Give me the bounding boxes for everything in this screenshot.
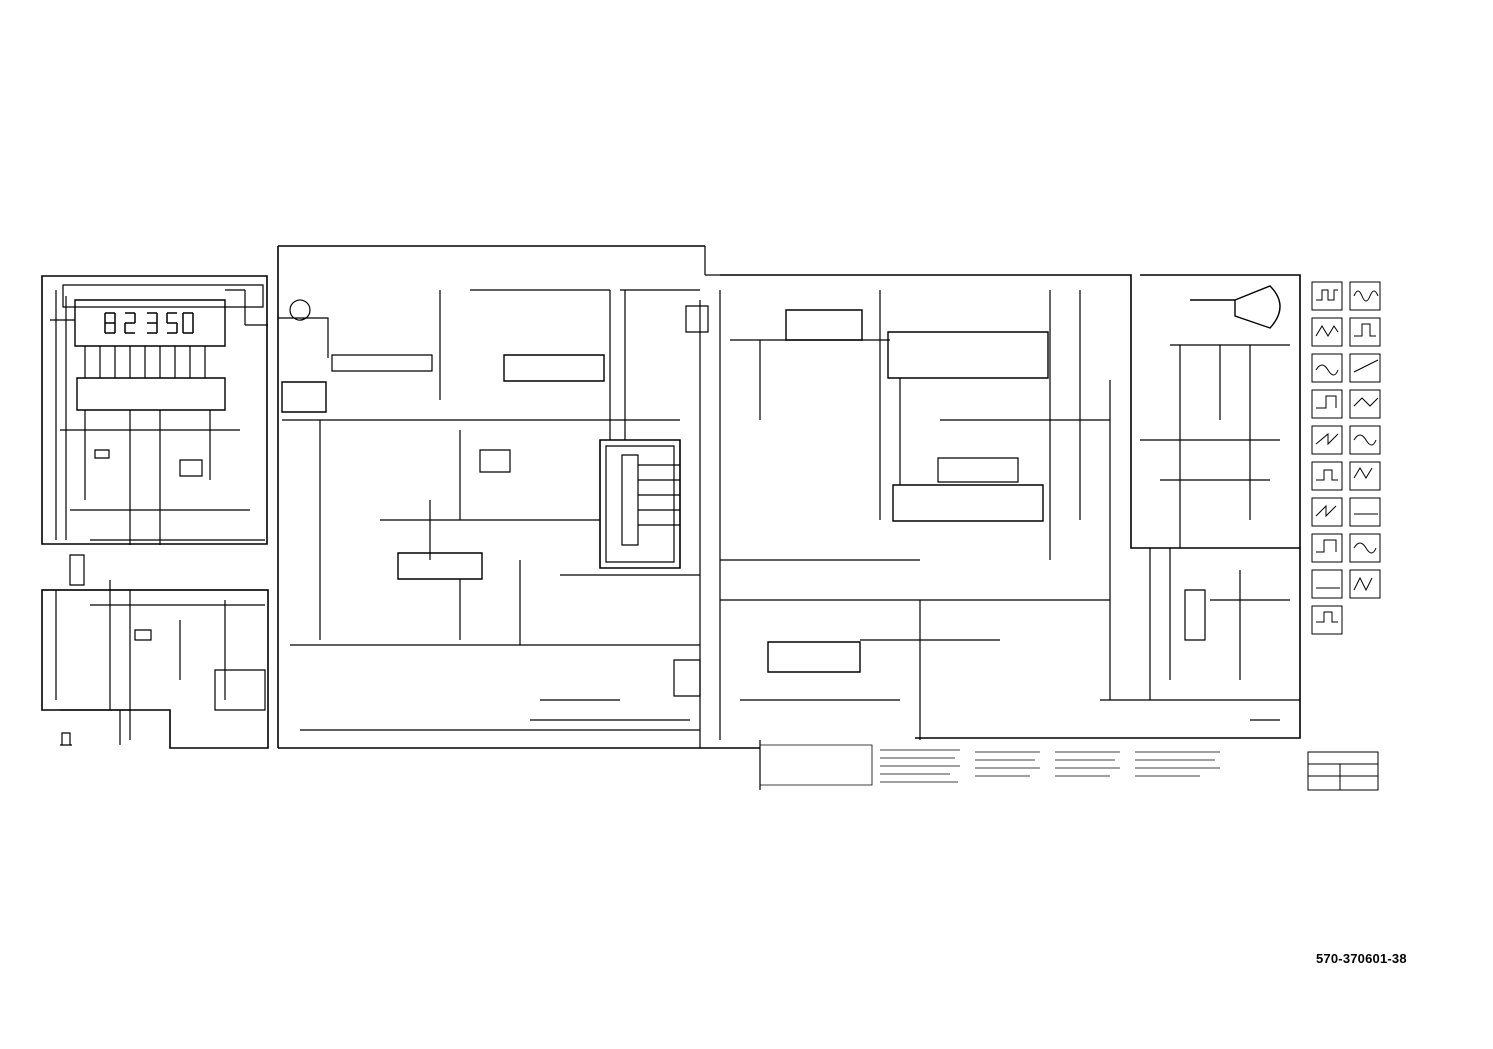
waveform-panel (1312, 282, 1380, 634)
seven-segment-display (105, 313, 193, 333)
notes-block (760, 745, 1220, 785)
power-supply-panel (42, 555, 268, 748)
connector-block (600, 440, 680, 568)
title-block (1308, 752, 1378, 790)
main-board (278, 246, 1300, 790)
crt-tube-symbol (1190, 286, 1280, 328)
display-panel (42, 276, 268, 545)
ground-symbol (60, 733, 72, 745)
part-number: 570-370601-38 (1316, 951, 1407, 966)
crt-panel (1140, 275, 1300, 720)
